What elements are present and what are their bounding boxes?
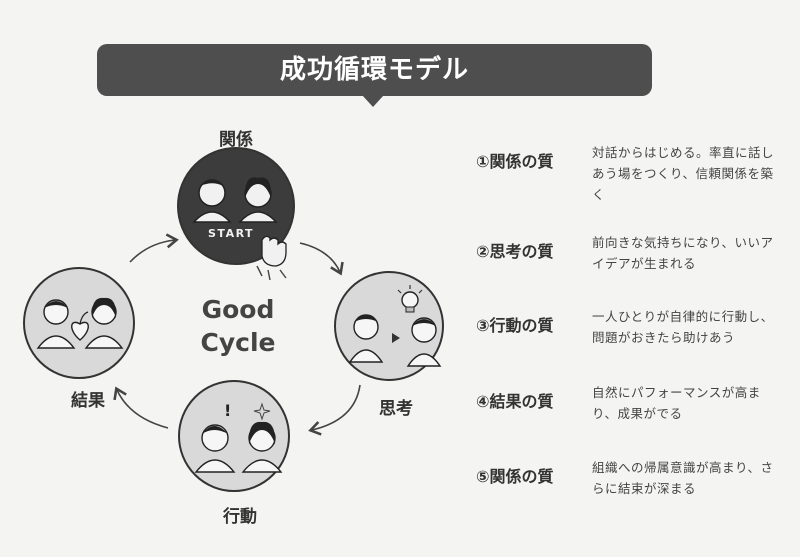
arrow-bottom-to-left [113, 386, 169, 429]
page-title: 成功循環モデル [279, 55, 469, 85]
good-cycle-line1: Good [201, 295, 275, 324]
quality-description: 対話からはじめる。率直に話しあう場をつくり、信頼関係を築く [592, 145, 775, 202]
title-banner-tail [362, 95, 384, 107]
quality-title: ③行動の質 [476, 316, 554, 335]
quality-title: ⑤関係の質 [476, 467, 554, 486]
thinking-circle [334, 271, 444, 381]
svg-text:!: ! [224, 401, 231, 420]
arrow-top-to-right [299, 242, 344, 276]
arrow-left-to-top [129, 233, 179, 263]
good-cycle-label: Good Cycle [178, 293, 298, 359]
result-circle [23, 267, 135, 379]
quality-description: 一人ひとりが自律的に行動し、問題がおきたら助けあう [592, 309, 774, 345]
quality-description: 自然にパフォーマンスが高まり、成果がでる [592, 385, 761, 421]
node-label-relationship: 関係 [219, 130, 253, 150]
quality-title: ④結果の質 [476, 392, 554, 411]
node-label-action: 行動 [223, 507, 257, 527]
quality-title: ②思考の質 [476, 242, 554, 261]
action-circle: ! [178, 380, 290, 492]
quality-description: 前向きな気持ちになり、いいアイデアが生まれる [592, 235, 774, 271]
node-label-thinking: 思考 [379, 399, 413, 419]
start-label: START [208, 227, 254, 240]
good-cycle-line2: Cycle [200, 328, 276, 357]
quality-description: 組織への帰属意識が高まり、さらに結束が深まる [592, 460, 774, 496]
quality-title: ①関係の質 [476, 152, 554, 171]
arrow-right-to-bottom [308, 384, 361, 436]
node-label-result: 結果 [71, 391, 105, 411]
relationship-circle [177, 147, 295, 281]
title-banner [97, 44, 652, 96]
